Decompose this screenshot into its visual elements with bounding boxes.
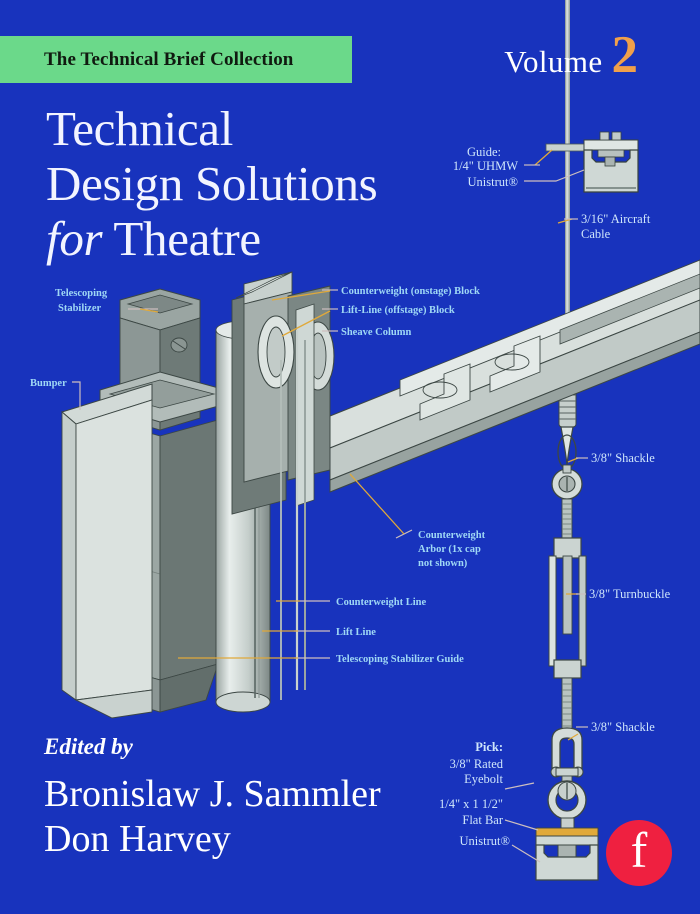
title-line-2: Design Solutions	[46, 155, 378, 211]
label-telescoping-stabilizer-guide: Telescoping Stabilizer Guide	[336, 654, 464, 665]
sheave-column-assembly	[231, 271, 335, 515]
shackle-lower	[550, 727, 584, 778]
label-aircraft-cable-line2: Cable	[581, 227, 611, 241]
counterweight-arbor-beam	[329, 259, 700, 493]
edited-by-label: Edited by	[44, 734, 133, 760]
threaded-rod-upper	[561, 498, 573, 540]
volume-number: 2	[611, 26, 639, 84]
volume-word: Volume	[504, 44, 603, 79]
label-lift-line: Lift Line	[336, 627, 376, 638]
series-banner: The Technical Brief Collection	[0, 36, 352, 83]
label-guide-line1: Guide:	[467, 145, 501, 159]
focal-press-f-icon: f	[630, 822, 648, 878]
label-counterweight-arbor-line3: not shown)	[418, 558, 468, 569]
series-label: The Technical Brief Collection	[44, 48, 294, 70]
rigging-lines	[280, 330, 306, 700]
label-counterweight-onstage-block: Counterweight (onstage) Block	[341, 286, 480, 297]
label-counterweight-arbor-line2: Arbor (1x cap	[418, 544, 481, 555]
label-aircraft-cable-line1: 3/16" Aircraft	[581, 212, 651, 226]
label-telescoping-stabilizer-line1: Telescoping	[55, 288, 108, 299]
bumper-plate	[60, 383, 153, 719]
turnbuckle	[548, 537, 587, 679]
title-line-1: Technical	[46, 101, 234, 156]
label-counterweight-arbor-line1: Counterweight	[418, 530, 486, 541]
label-counterweight-line: Counterweight Line	[336, 597, 426, 608]
title-line-3-italic: for	[46, 210, 103, 266]
title-line-3-rest: Theatre	[113, 210, 261, 266]
aircraft-cable-mid	[565, 487, 570, 547]
label-sheave-column: Sheave Column	[341, 327, 411, 338]
shackle-upper	[551, 464, 583, 500]
rated-eyebolt	[547, 775, 587, 829]
volume-block: Volume 2	[504, 26, 639, 84]
telescoping-tube	[215, 320, 271, 713]
label-bumper: Bumper	[30, 378, 67, 389]
publisher-logo: f	[606, 820, 672, 886]
label-lift-line-offstage-block: Lift-Line (offstage) Block	[341, 305, 455, 316]
author-name-1: Bronislaw J. Sammler	[44, 773, 381, 816]
guide-unistrut-assembly	[545, 131, 639, 193]
label-shackle-bottom: 3/8" Shackle	[591, 720, 655, 734]
flat-bar-and-unistrut	[535, 827, 599, 881]
label-shackle-top: 3/8" Shackle	[591, 451, 655, 465]
page-title: Technical Design Solutions for Theatre	[46, 101, 466, 267]
label-guide-line3: Unistrut®	[468, 175, 518, 189]
label-turnbuckle: 3/8" Turnbuckle	[589, 587, 671, 601]
cable-swage-sleeve	[557, 382, 577, 470]
author-block: Edited by Bronislaw J. Sammler Don Harve…	[44, 734, 514, 862]
label-telescoping-stabilizer-line2: Stabilizer	[58, 303, 101, 314]
threaded-rod-lower	[561, 677, 573, 731]
title-line-3: for Theatre	[46, 210, 466, 267]
telescoping-stabilizer-column	[99, 288, 227, 713]
author-name-2: Don Harvey	[44, 818, 231, 861]
